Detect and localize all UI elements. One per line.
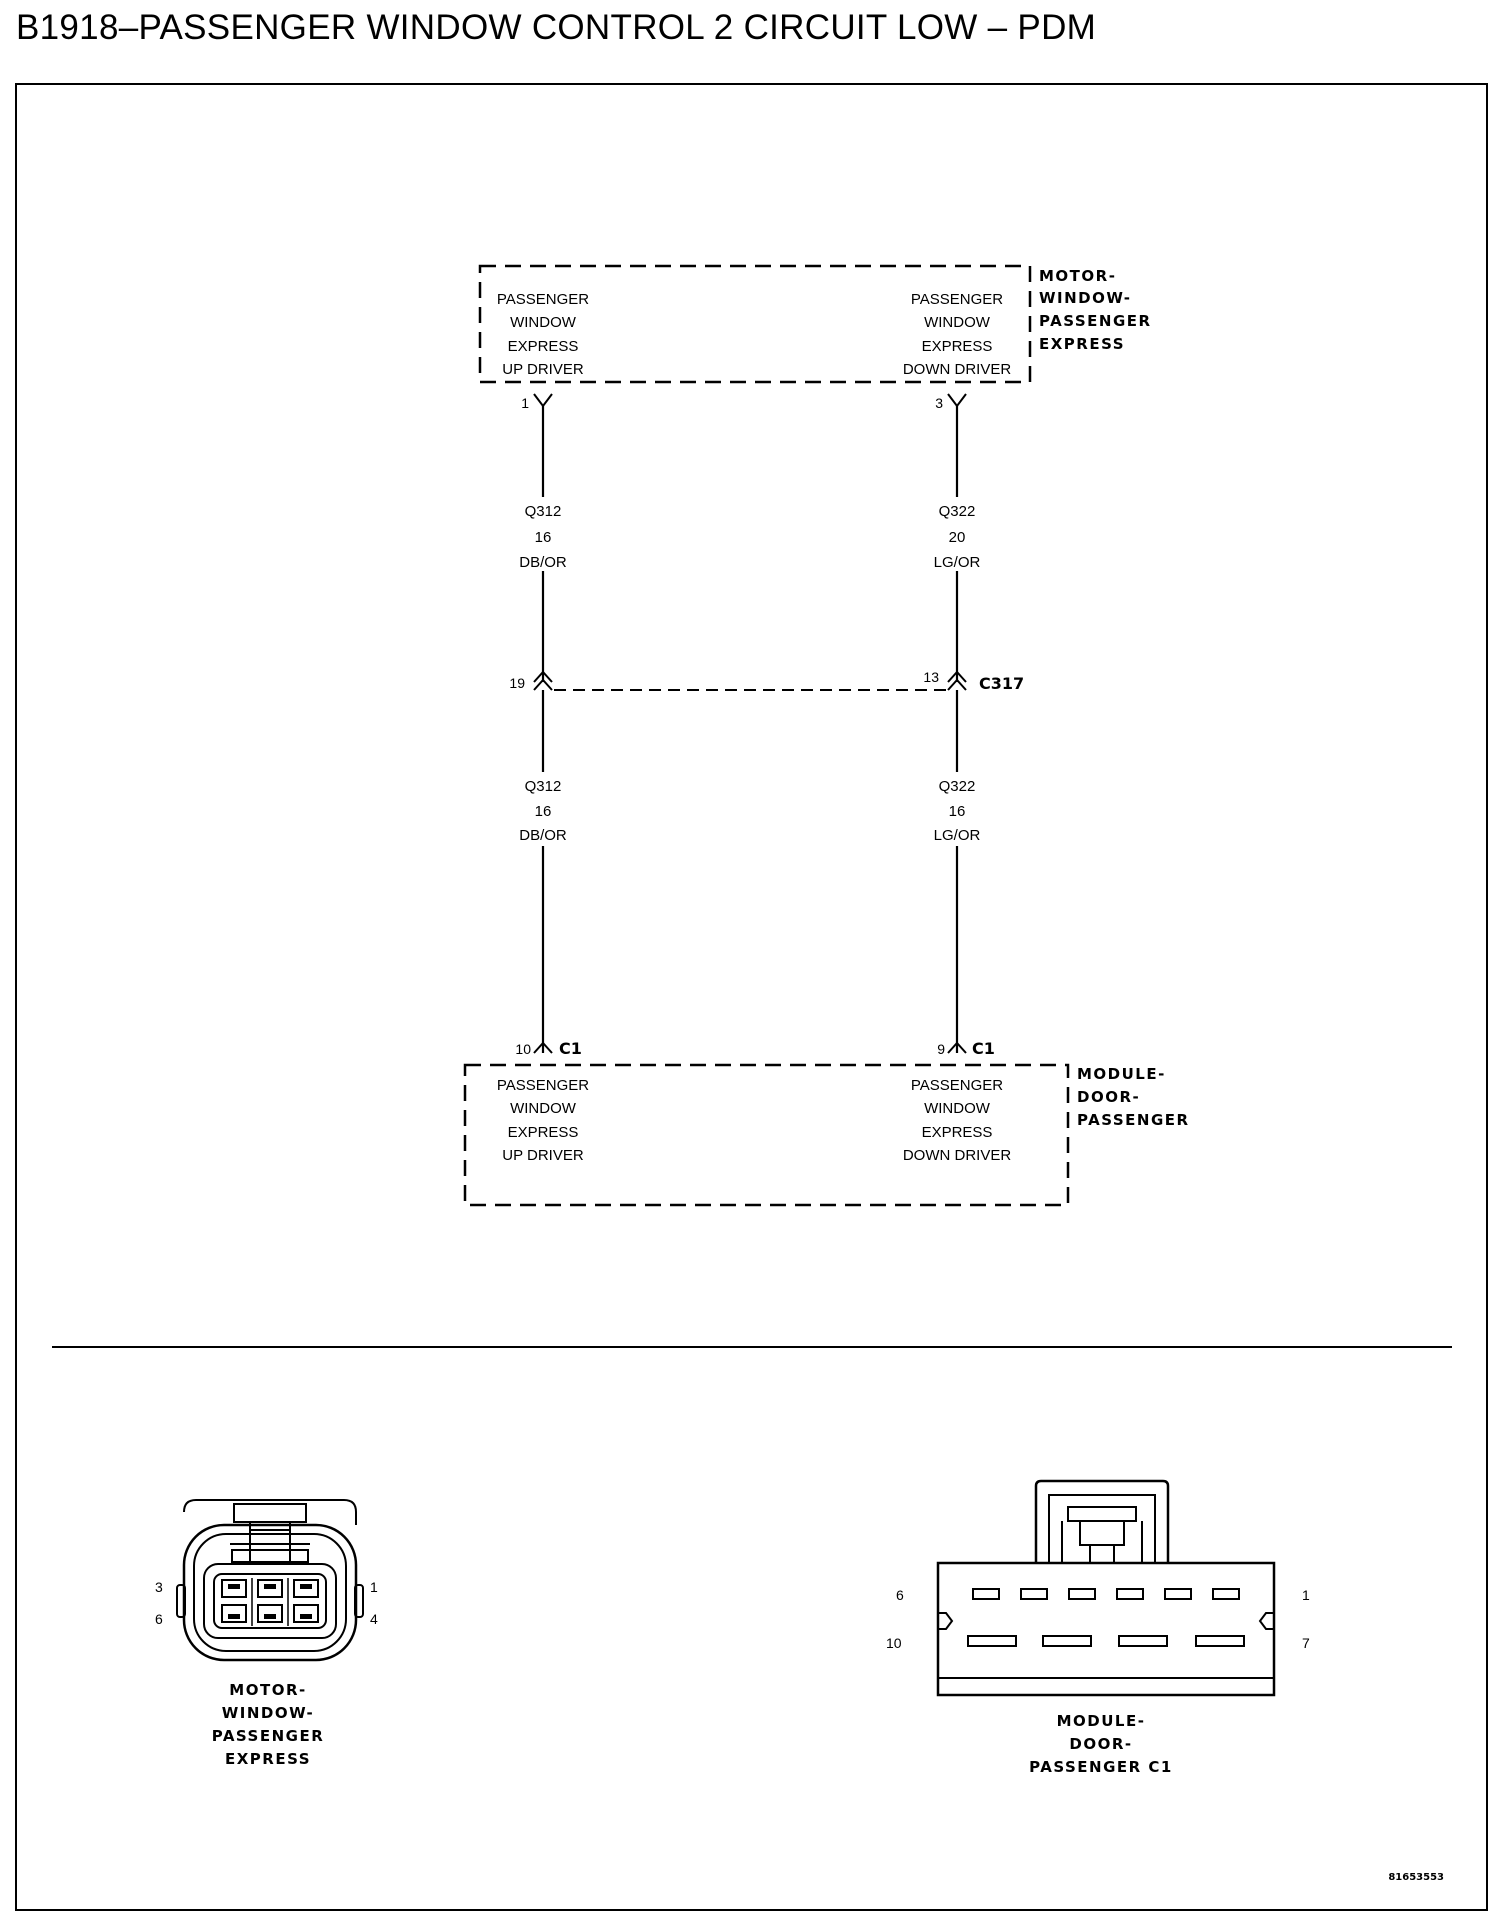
- module-view-pin-6: 6: [896, 1587, 904, 1603]
- module-view-pin-1: 1: [1302, 1587, 1310, 1603]
- module-left-label-4: UP DRIVER: [502, 1147, 584, 1164]
- wire-label-left-lower-gauge: 16: [535, 803, 552, 820]
- page-title: B1918–PASSENGER WINDOW CONTROL 2 CIRCUIT…: [16, 8, 1097, 47]
- module-view-pin-10: 10: [886, 1635, 902, 1651]
- wire-label-left-upper-circuit: Q312: [525, 503, 562, 520]
- motor-window-passenger-express-component: PASSENGER WINDOW EXPRESS UP DRIVER PASSE…: [478, 264, 1152, 384]
- motor-left-label-4: UP DRIVER: [502, 361, 584, 378]
- module-left-label-1: PASSENGER: [497, 1077, 589, 1094]
- wire-label-right-upper-color: LG/OR: [934, 554, 981, 571]
- module-right-label-4: DOWN DRIVER: [903, 1147, 1012, 1164]
- module-pin-9-symbol: [947, 1041, 967, 1054]
- motor-right-label-2: WINDOW: [924, 314, 991, 331]
- c317-pin-19-number: 19: [509, 675, 525, 691]
- motor-name-2: WINDOW-: [1039, 289, 1131, 307]
- diagram-frame: [15, 83, 1488, 1911]
- module-left-label-2: WINDOW: [510, 1100, 577, 1117]
- module-view-pin-7: 7: [1302, 1635, 1310, 1651]
- motor-component-box: [478, 264, 1032, 384]
- wire-label-left-lower-color: DB/OR: [519, 827, 567, 844]
- c317-inline-connector: 19 13 C317: [509, 669, 1024, 693]
- wire-label-right-upper-circuit: Q322: [939, 503, 976, 520]
- motor-left-label-3: EXPRESS: [508, 338, 579, 355]
- motor-view-name-1: MOTOR-: [229, 1681, 306, 1699]
- module-view-name-3: PASSENGER C1: [1029, 1758, 1173, 1776]
- motor-left-label-2: WINDOW: [510, 314, 577, 331]
- motor-view-pin-4: 4: [370, 1611, 378, 1627]
- module-pin-9-connector: C1: [972, 1039, 995, 1058]
- motor-name-4: EXPRESS: [1039, 335, 1125, 353]
- module-pin-10-number: 10: [515, 1041, 531, 1057]
- motor-pin-3-number: 3: [935, 395, 943, 411]
- motor-name-1: MOTOR-: [1039, 267, 1116, 285]
- module-view-name-2: DOOR-: [1069, 1735, 1132, 1753]
- wire-label-left-lower-circuit: Q312: [525, 778, 562, 795]
- motor-view-pin-6: 6: [155, 1611, 163, 1627]
- motor-pin-3-symbol: [947, 393, 967, 408]
- module-component-box: [463, 1063, 1070, 1207]
- motor-view-pin-3: 3: [155, 1579, 163, 1595]
- motor-right-label-3: EXPRESS: [922, 338, 993, 355]
- motor-view-name-3: PASSENGER: [212, 1727, 325, 1745]
- motor-pin-1-number: 1: [521, 395, 529, 411]
- module-door-passenger-component: PASSENGER WINDOW EXPRESS UP DRIVER PASSE…: [463, 1063, 1190, 1207]
- motor-right-label-1: PASSENGER: [911, 291, 1003, 308]
- module-right-label-2: WINDOW: [924, 1100, 991, 1117]
- motor-connector-view: [176, 1499, 364, 1662]
- wire-label-right-lower-circuit: Q322: [939, 778, 976, 795]
- c317-connector-name: C317: [979, 674, 1024, 693]
- module-pin-10-symbol: [533, 1041, 553, 1054]
- module-c1-connector-view: [936, 1479, 1276, 1697]
- motor-right-label-4: DOWN DRIVER: [903, 361, 1012, 378]
- motor-left-label-1: PASSENGER: [497, 291, 589, 308]
- module-right-label-3: EXPRESS: [922, 1124, 993, 1141]
- motor-view-name-2: WINDOW-: [222, 1704, 314, 1722]
- module-name-1: MODULE-: [1077, 1065, 1166, 1083]
- motor-pin-1-symbol: [533, 393, 553, 408]
- motor-name-3: PASSENGER: [1039, 312, 1152, 330]
- wire-label-left-upper-color: DB/OR: [519, 554, 567, 571]
- wire-label-right-lower-color: LG/OR: [934, 827, 981, 844]
- module-name-2: DOOR-: [1077, 1088, 1140, 1106]
- motor-view-name-4: EXPRESS: [225, 1750, 311, 1768]
- module-left-label-3: EXPRESS: [508, 1124, 579, 1141]
- wire-label-right-upper-gauge: 20: [949, 529, 966, 546]
- wire-label-left-upper-gauge: 16: [535, 529, 552, 546]
- module-pin-9-number: 9: [937, 1041, 945, 1057]
- c317-pin-13-symbol: [947, 670, 967, 691]
- figure-id: 81653553: [1388, 1872, 1444, 1883]
- module-name-3: PASSENGER: [1077, 1111, 1190, 1129]
- module-right-label-1: PASSENGER: [911, 1077, 1003, 1094]
- c317-pin-19-symbol: [533, 670, 553, 691]
- wire-label-right-lower-gauge: 16: [949, 803, 966, 820]
- module-pin-10-connector: C1: [559, 1039, 582, 1058]
- motor-view-pin-1: 1: [370, 1579, 378, 1595]
- module-view-name-1: MODULE-: [1057, 1712, 1146, 1730]
- c317-pin-13-number: 13: [923, 669, 939, 685]
